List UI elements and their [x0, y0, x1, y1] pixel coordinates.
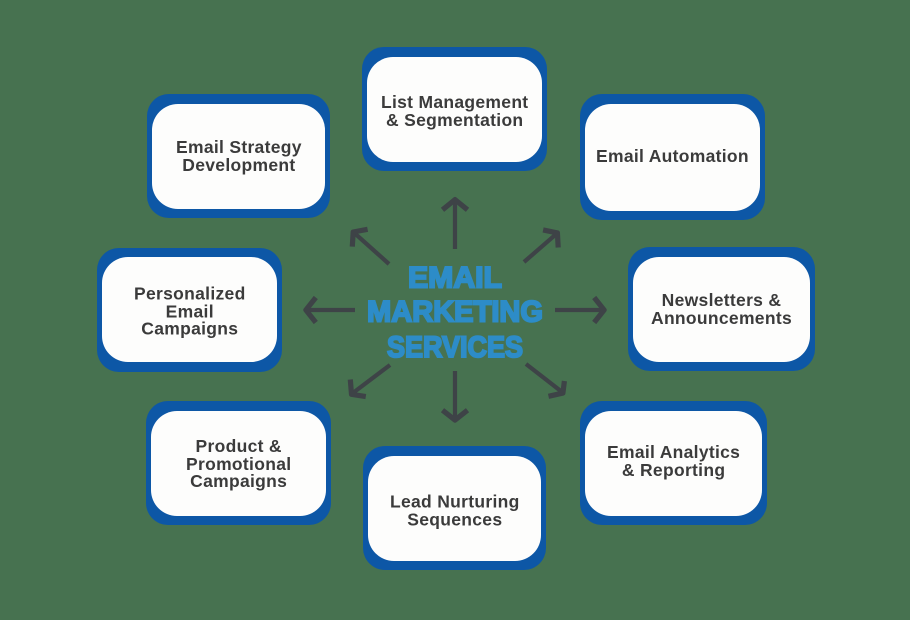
svg-text:SERVICES: SERVICES [387, 331, 523, 364]
svg-text:MARKETING: MARKETING [367, 296, 543, 329]
svg-text:EMAIL: EMAIL [408, 262, 502, 295]
